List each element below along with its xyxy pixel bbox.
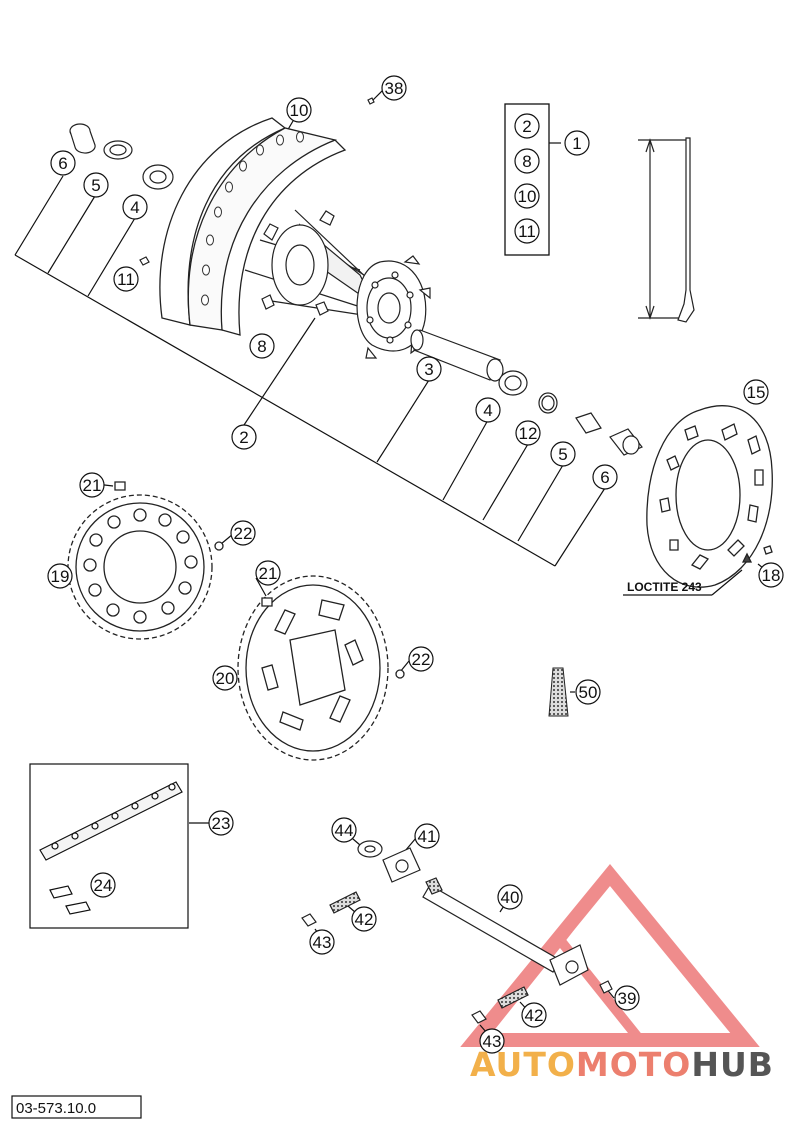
callout-19: 19 [47, 563, 73, 589]
kit-item-10: 10 [514, 183, 540, 209]
callout-24-label: 24 [94, 876, 113, 895]
callout-43-top-label: 43 [313, 933, 332, 952]
callout-2-label: 2 [239, 428, 248, 447]
callout-39-label: 39 [618, 989, 637, 1008]
callout-20-label: 20 [216, 669, 235, 688]
kit-item-8-label: 8 [522, 152, 531, 171]
callout-20: 20 [212, 665, 238, 691]
callout-40: 40 [497, 884, 523, 910]
callout-5-right-label: 5 [558, 445, 567, 464]
callout-24: 24 [90, 872, 116, 898]
chain-box [29, 763, 189, 929]
sprocket-small [67, 481, 224, 640]
callout-11: 11 [113, 266, 139, 292]
callout-3-label: 3 [424, 360, 433, 379]
wheel-hub [244, 209, 431, 359]
watermark-part-hub: HUB [691, 1045, 774, 1084]
callout-21-bottom: 21 [255, 560, 281, 586]
callout-42-top-label: 42 [355, 910, 374, 929]
watermark-text: AUTOMOTOHUB [470, 1045, 774, 1084]
callout-19-label: 19 [51, 567, 70, 586]
callout-42-top: 42 [351, 906, 377, 932]
callout-8-label: 8 [257, 337, 266, 356]
callout-44-label: 44 [335, 821, 354, 840]
callout-21-top-label: 21 [83, 476, 102, 495]
callout-38: 38 [381, 75, 407, 101]
part-50 [548, 667, 569, 717]
callout-50: 50 [575, 679, 601, 705]
callout-1: 1 [564, 130, 590, 156]
callout-40-label: 40 [501, 888, 520, 907]
callout-15: 15 [743, 379, 769, 405]
callout-5-left: 5 [83, 172, 109, 198]
callout-3: 3 [416, 356, 442, 382]
diagram-code: 03-573.10.0 [16, 1100, 96, 1117]
wheel-rim [159, 117, 347, 336]
kit-item-8: 8 [514, 148, 540, 174]
kit-item-10-label: 10 [518, 187, 537, 206]
brake-disc [646, 405, 773, 588]
callout-50-label: 50 [579, 683, 598, 702]
callout-6-right-label: 6 [600, 468, 609, 487]
callout-5-right: 5 [550, 441, 576, 467]
callout-22-bottom: 22 [408, 646, 434, 672]
callout-12-label: 12 [519, 424, 538, 443]
callout-2: 2 [231, 424, 257, 450]
callout-43-bottom-label: 43 [483, 1032, 502, 1051]
callout-10: 10 [286, 97, 312, 123]
callout-22-bottom-label: 22 [412, 650, 431, 669]
callout-41-label: 41 [418, 827, 437, 846]
callout-43-top: 43 [309, 929, 335, 955]
sprocket-large [237, 575, 405, 761]
callout-5-left-label: 5 [91, 176, 100, 195]
callout-21-top: 21 [79, 472, 105, 498]
callout-6-right: 6 [592, 464, 618, 490]
callout-4-right: 4 [475, 397, 501, 423]
callout-42-bottom: 42 [521, 1002, 547, 1028]
watermark-part-moto: MOTO [576, 1045, 691, 1084]
right-bearing-stack [410, 329, 643, 456]
callout-41: 41 [414, 823, 440, 849]
diagram-code-box: 03-573.10.0 [11, 1095, 142, 1119]
kit-item-11: 11 [514, 218, 540, 244]
callout-39: 39 [614, 985, 640, 1011]
spoke-reference [638, 137, 695, 323]
callout-23: 23 [208, 810, 234, 836]
callout-6-left: 6 [50, 150, 76, 176]
callout-42-bottom-label: 42 [525, 1006, 544, 1025]
callouts: 38 10 1 2 8 10 11 6 5 4 11 8 2 3 4 12 5 … [47, 75, 784, 1054]
callout-1-label: 1 [572, 134, 581, 153]
loctite-label: LOCTITE 243 [627, 580, 702, 594]
callout-43-bottom: 43 [479, 1028, 505, 1054]
callout-8: 8 [249, 333, 275, 359]
callout-23-label: 23 [212, 814, 231, 833]
callout-38-label: 38 [385, 79, 404, 98]
callout-10-label: 10 [290, 101, 309, 120]
kit-item-2-label: 2 [522, 117, 531, 136]
callout-44: 44 [331, 817, 357, 843]
callout-15-label: 15 [747, 383, 766, 402]
callout-12: 12 [515, 420, 541, 446]
callout-4-left: 4 [122, 194, 148, 220]
callout-6-left-label: 6 [58, 154, 67, 173]
kit-item-11-label: 11 [518, 222, 536, 241]
callout-4-left-label: 4 [130, 198, 139, 217]
callout-18-label: 18 [762, 566, 781, 585]
rear-axle [301, 840, 613, 1024]
callout-22-top: 22 [230, 520, 256, 546]
callout-4-right-label: 4 [483, 401, 492, 420]
callout-11-label: 11 [117, 270, 135, 289]
callout-22-top-label: 22 [234, 524, 253, 543]
watermark-part-auto: AUTO [470, 1045, 576, 1084]
callout-21-bottom-label: 21 [259, 564, 278, 583]
kit-item-2: 2 [514, 113, 540, 139]
callout-18: 18 [758, 562, 784, 588]
left-bearing-stack [69, 97, 375, 266]
